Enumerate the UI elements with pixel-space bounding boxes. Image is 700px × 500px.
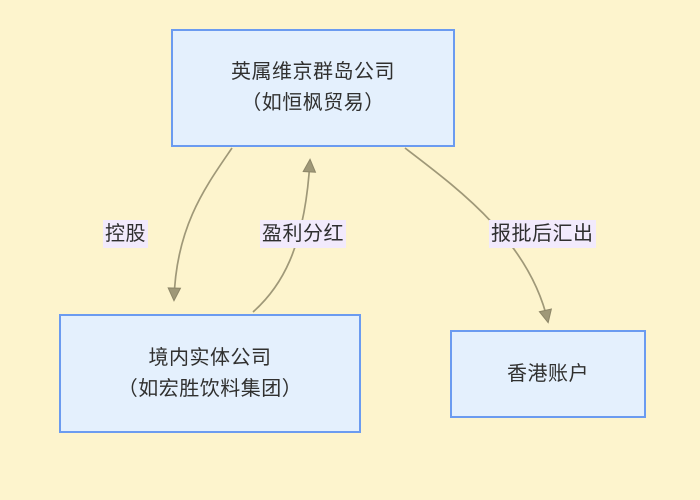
node-hkaccount-line1: 香港账户 xyxy=(507,362,589,385)
node-domestic-company[interactable]: 境内实体公司 （如宏胜饮料集团） xyxy=(59,314,361,433)
edge-label-remit: 报批后汇出 xyxy=(489,220,596,248)
edge-label-holding: 控股 xyxy=(103,220,148,248)
node-domestic-line1: 境内实体公司 xyxy=(148,346,272,369)
node-hongkong-account[interactable]: 香港账户 xyxy=(450,330,646,418)
node-domestic-line2: （如宏胜饮料集团） xyxy=(117,377,303,400)
edge-dividend-path xyxy=(252,158,317,313)
node-bvi-line1: 英属维京群岛公司 xyxy=(231,61,395,83)
edge-holding-path xyxy=(167,147,233,302)
node-bvi-company[interactable]: 英属维京群岛公司 （如恒枫贸易） xyxy=(171,29,455,147)
node-bvi-line2: （如恒枫贸易） xyxy=(241,92,385,114)
edge-label-dividend: 盈利分红 xyxy=(260,220,346,248)
